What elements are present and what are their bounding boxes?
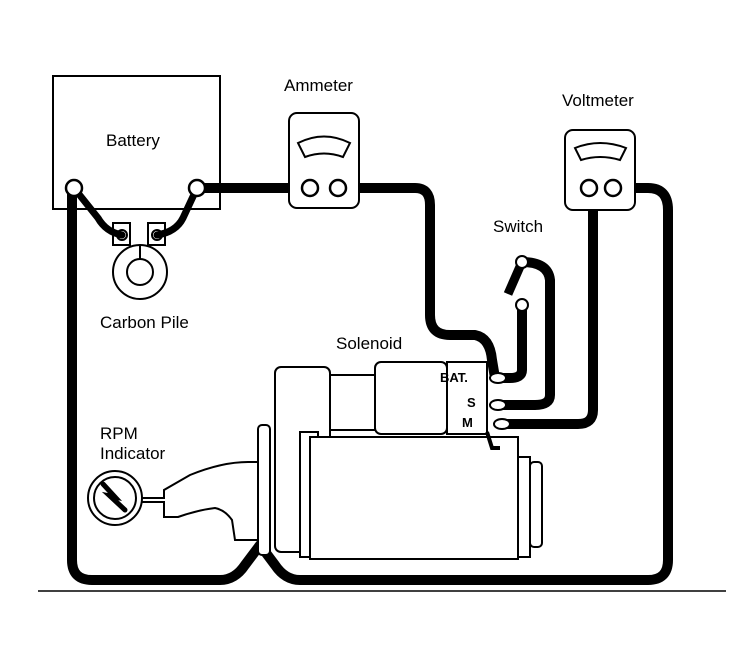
wire-switch-s	[495, 257, 555, 410]
voltmeter-label: Voltmeter	[562, 91, 634, 110]
ammeter	[288, 112, 360, 209]
terminal-s-label: S	[467, 395, 476, 410]
rpm-indicator	[87, 470, 165, 526]
carbon-pile	[112, 222, 168, 300]
terminal-bat-label: BAT.	[440, 370, 468, 385]
switch-label: Switch	[493, 217, 544, 236]
battery-positive-terminal	[187, 178, 207, 198]
wire-battery-pos-carbon	[153, 184, 201, 239]
starter-motor	[163, 361, 543, 560]
wire-voltmeter-m	[495, 183, 598, 429]
terminal-m-label: M	[462, 415, 473, 430]
battery-negative-terminal	[64, 178, 84, 198]
battery-label: Battery	[106, 131, 160, 150]
ammeter-label: Ammeter	[284, 76, 353, 95]
wire-battery-neg-carbon	[70, 184, 126, 239]
voltmeter	[564, 129, 636, 211]
solenoid-label: Solenoid	[336, 334, 403, 353]
wire-switch-bat	[493, 300, 527, 383]
switch	[503, 255, 529, 312]
rpm-label-line1: RPM	[100, 424, 138, 443]
wire-voltmeter-ground	[67, 183, 673, 585]
solenoid-studs	[485, 372, 511, 450]
wire-ammeter-solenoid	[335, 183, 500, 383]
rpm-label-line2: Indicator	[100, 444, 166, 463]
carbon-pile-label: Carbon Pile	[100, 313, 189, 332]
